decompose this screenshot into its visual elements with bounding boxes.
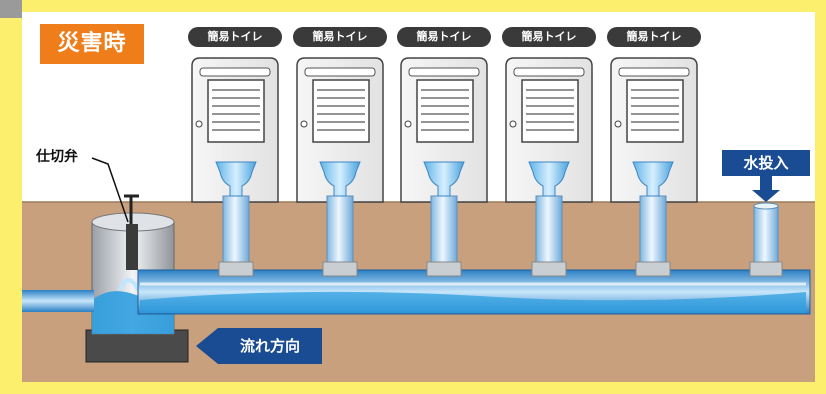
toilet-label-4: 簡易トイレ	[502, 27, 596, 47]
flow-direction-label: 流れ方向	[218, 328, 322, 364]
left-arrow-icon	[196, 328, 218, 364]
disaster-badge: 災害時	[40, 24, 144, 64]
drop-pipe-3	[423, 161, 465, 277]
corner-tab	[0, 0, 22, 18]
toilet-label-5: 簡易トイレ	[607, 27, 701, 47]
main-pipe	[137, 269, 811, 315]
drop-pipe-2	[319, 161, 361, 277]
valve-label: 仕切弁	[36, 149, 78, 165]
water-input-pipe	[749, 202, 783, 277]
toilet-booth-1	[191, 57, 279, 203]
toilet-label-2: 簡易トイレ	[293, 27, 387, 47]
water-input-label: 水投入	[722, 150, 810, 176]
drop-pipe-4	[528, 161, 570, 277]
toilet-booth-5	[610, 57, 698, 203]
down-arrow-icon	[752, 176, 780, 202]
gate-valve	[124, 194, 139, 270]
drop-pipe-1	[215, 161, 257, 277]
toilet-booth-2	[296, 57, 384, 203]
toilet-label-1: 簡易トイレ	[188, 27, 282, 47]
valve-leader-line	[91, 157, 129, 223]
toilet-booth-3	[400, 57, 488, 203]
drop-pipe-5	[632, 161, 674, 277]
outflow-pipe	[22, 290, 94, 312]
toilet-booth-4	[505, 57, 593, 203]
toilet-label-3: 簡易トイレ	[397, 27, 491, 47]
